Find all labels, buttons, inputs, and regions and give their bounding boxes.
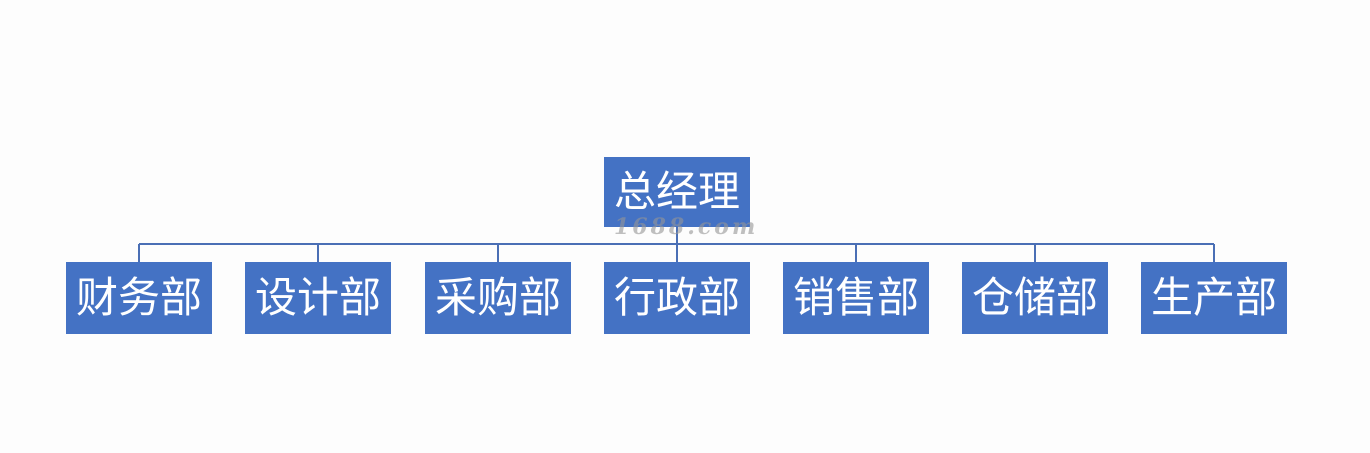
node-label: 采购部 <box>434 273 561 322</box>
node-label: 财务部 <box>75 273 202 322</box>
org-node-warehousing: 仓储部 <box>962 262 1108 334</box>
node-label: 生产部 <box>1150 273 1277 322</box>
org-node-design: 设计部 <box>245 262 391 334</box>
node-label: 行政部 <box>613 273 740 322</box>
node-label: 设计部 <box>254 273 381 322</box>
org-node-finance: 财务部 <box>66 262 212 334</box>
org-node-sales: 销售部 <box>783 262 929 334</box>
org-node-production: 生产部 <box>1141 262 1287 334</box>
node-label: 总经理 <box>613 167 740 216</box>
node-label: 仓储部 <box>971 273 1098 322</box>
node-label: 销售部 <box>792 273 919 322</box>
org-node-purchasing: 采购部 <box>425 262 571 334</box>
org-node-administration: 行政部 <box>604 262 750 334</box>
org-node-general-manager: 总经理 <box>604 157 750 227</box>
